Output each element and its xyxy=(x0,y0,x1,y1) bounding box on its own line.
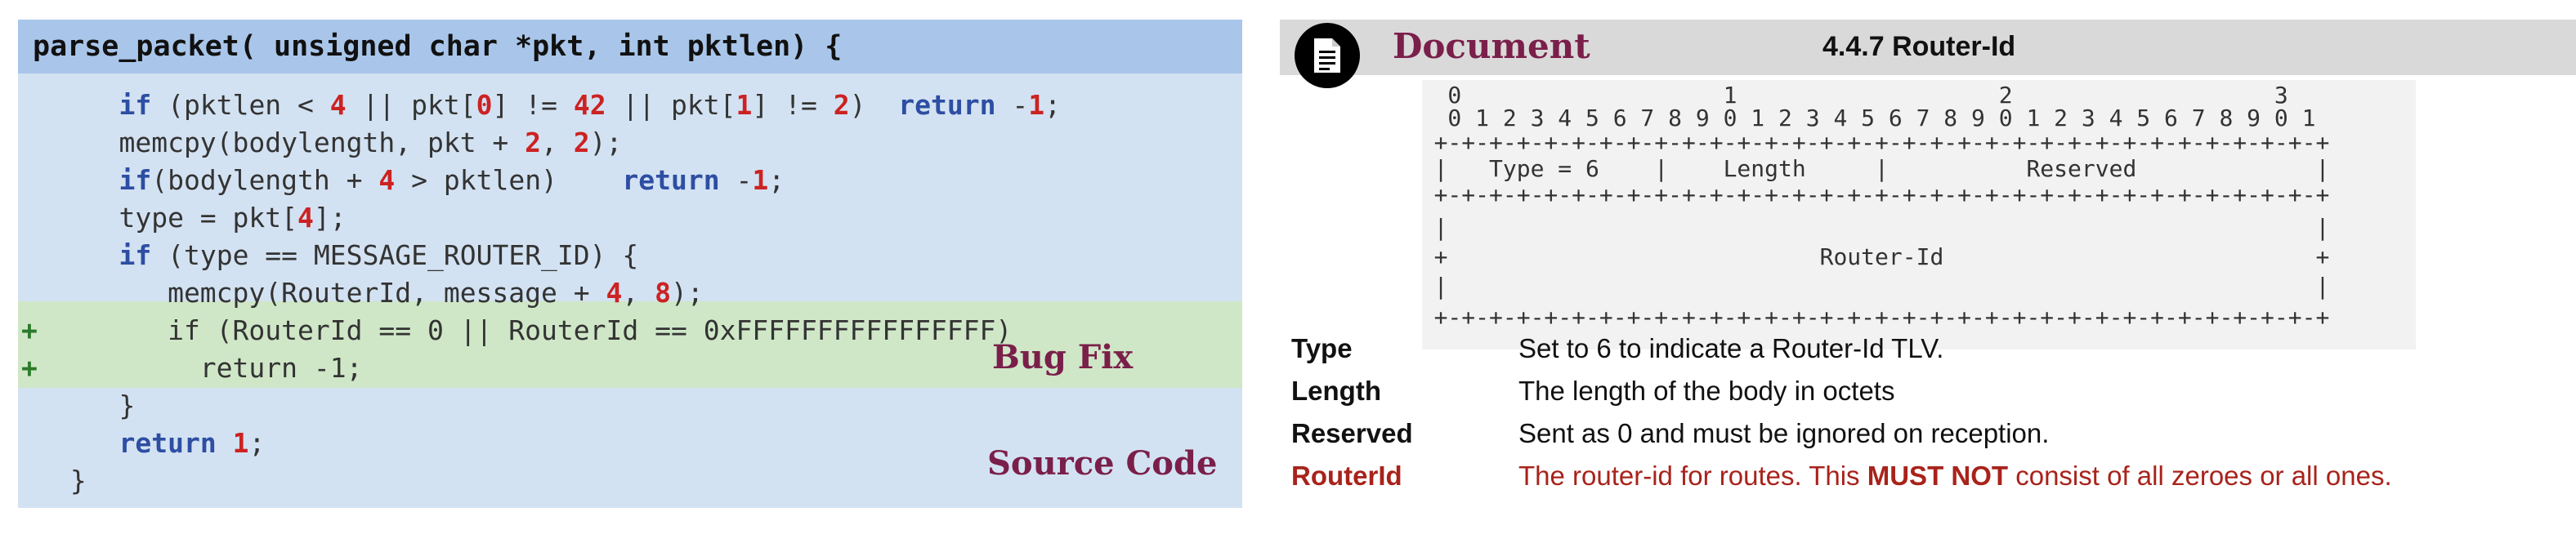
code-line: return 1; xyxy=(18,425,1242,462)
field-description: Set to 6 to indicate a Router-Id TLV. xyxy=(1518,333,1944,363)
code-line: } xyxy=(18,462,1242,500)
code-line: memcpy(RouterId, message + 4, 8); xyxy=(18,274,1242,312)
code-text: return 1; xyxy=(119,427,266,459)
code-text: if (type == MESSAGE_ROUTER_ID) { xyxy=(119,239,639,271)
document-panel: Document 4.4.7 Router-Id 0 1 2 3 0 1 2 3… xyxy=(1280,20,2576,510)
field-name: RouterId xyxy=(1291,461,1402,491)
code-text: if (pktlen < 4 || pkt[0] != 42 || pkt[1]… xyxy=(119,89,1061,121)
source-code-panel: parse_packet( unsigned char *pkt, int pk… xyxy=(18,20,1242,508)
diagram-line: | Type = 6 | Length | Reserved | xyxy=(1393,155,2330,182)
diagram-line: +-+-+-+-+-+-+-+-+-+-+-+-+-+-+-+-+-+-+-+-… xyxy=(1393,129,2330,156)
diagram-line: | | xyxy=(1393,273,2330,300)
field-description: The router-id for routes. This MUST NOT … xyxy=(1518,461,2392,491)
diagram-line: + Router-Id + xyxy=(1393,243,2330,270)
field-name: Reserved xyxy=(1291,418,1413,448)
code-line: if(bodylength + 4 > pktlen) return -1; xyxy=(18,162,1242,199)
document-header xyxy=(1280,20,2576,75)
source-code-label: Source Code xyxy=(987,444,1218,483)
field-description: Sent as 0 and must be ignored on recepti… xyxy=(1518,418,2050,448)
code-text: if(bodylength + 4 > pktlen) return -1; xyxy=(119,164,785,196)
diagram-line: +-+-+-+-+-+-+-+-+-+-+-+-+-+-+-+-+-+-+-+-… xyxy=(1393,304,2330,331)
field-name: Type xyxy=(1291,333,1353,363)
diagram-line: | | xyxy=(1393,214,2330,241)
code-text: } xyxy=(54,465,87,496)
diagram-line: +-+-+-+-+-+-+-+-+-+-+-+-+-+-+-+-+-+-+-+-… xyxy=(1393,181,2330,208)
section-heading: 4.4.7 Router-Id xyxy=(1822,31,2016,62)
code-line: type = pkt[4]; xyxy=(18,199,1242,237)
code-text: return -1; xyxy=(54,352,363,384)
diagram-line: 0 1 2 3 4 5 6 7 8 9 0 1 2 3 4 5 6 7 8 9 … xyxy=(1393,105,2316,131)
document-title: Document xyxy=(1393,26,1590,66)
field-name: Length xyxy=(1291,376,1381,406)
code-text: } xyxy=(54,390,136,421)
code-text: if (RouterId == 0 || RouterId == 0xFFFFF… xyxy=(54,314,1013,346)
diagram-line: 0 1 2 3 xyxy=(1393,82,2288,109)
code-text: memcpy(RouterId, message + 4, 8); xyxy=(54,277,704,309)
diff-plus-marker: + xyxy=(21,314,38,346)
bug-fix-label: Bug Fix xyxy=(992,338,1134,376)
code-text: memcpy(bodylength, pkt + 2, 2); xyxy=(54,127,623,158)
function-signature-text: parse_packet( unsigned char *pkt, int pk… xyxy=(33,30,843,63)
code-header xyxy=(18,20,1242,73)
code-text: type = pkt[4]; xyxy=(54,202,347,234)
code-line: memcpy(bodylength, pkt + 2, 2); xyxy=(18,124,1242,162)
code-line: if (type == MESSAGE_ROUTER_ID) { xyxy=(18,237,1242,274)
document-icon xyxy=(1295,23,1360,88)
added-code-line: + if (RouterId == 0 || RouterId == 0xFFF… xyxy=(18,312,1242,349)
packet-format-diagram: 0 1 2 3 0 1 2 3 4 5 6 7 8 9 0 1 2 3 4 5 … xyxy=(1422,80,2416,349)
diff-plus-marker: + xyxy=(21,352,38,384)
function-signature: parse_packet( unsigned char *pkt, int pk… xyxy=(18,28,1242,65)
code-line: if (pktlen < 4 || pkt[0] != 42 || pkt[1]… xyxy=(18,87,1242,124)
code-line: } xyxy=(18,387,1242,425)
bug-fix-highlight xyxy=(18,301,1242,388)
added-code-line: + return -1; xyxy=(18,349,1242,387)
field-description: The length of the body in octets xyxy=(1518,376,1895,406)
